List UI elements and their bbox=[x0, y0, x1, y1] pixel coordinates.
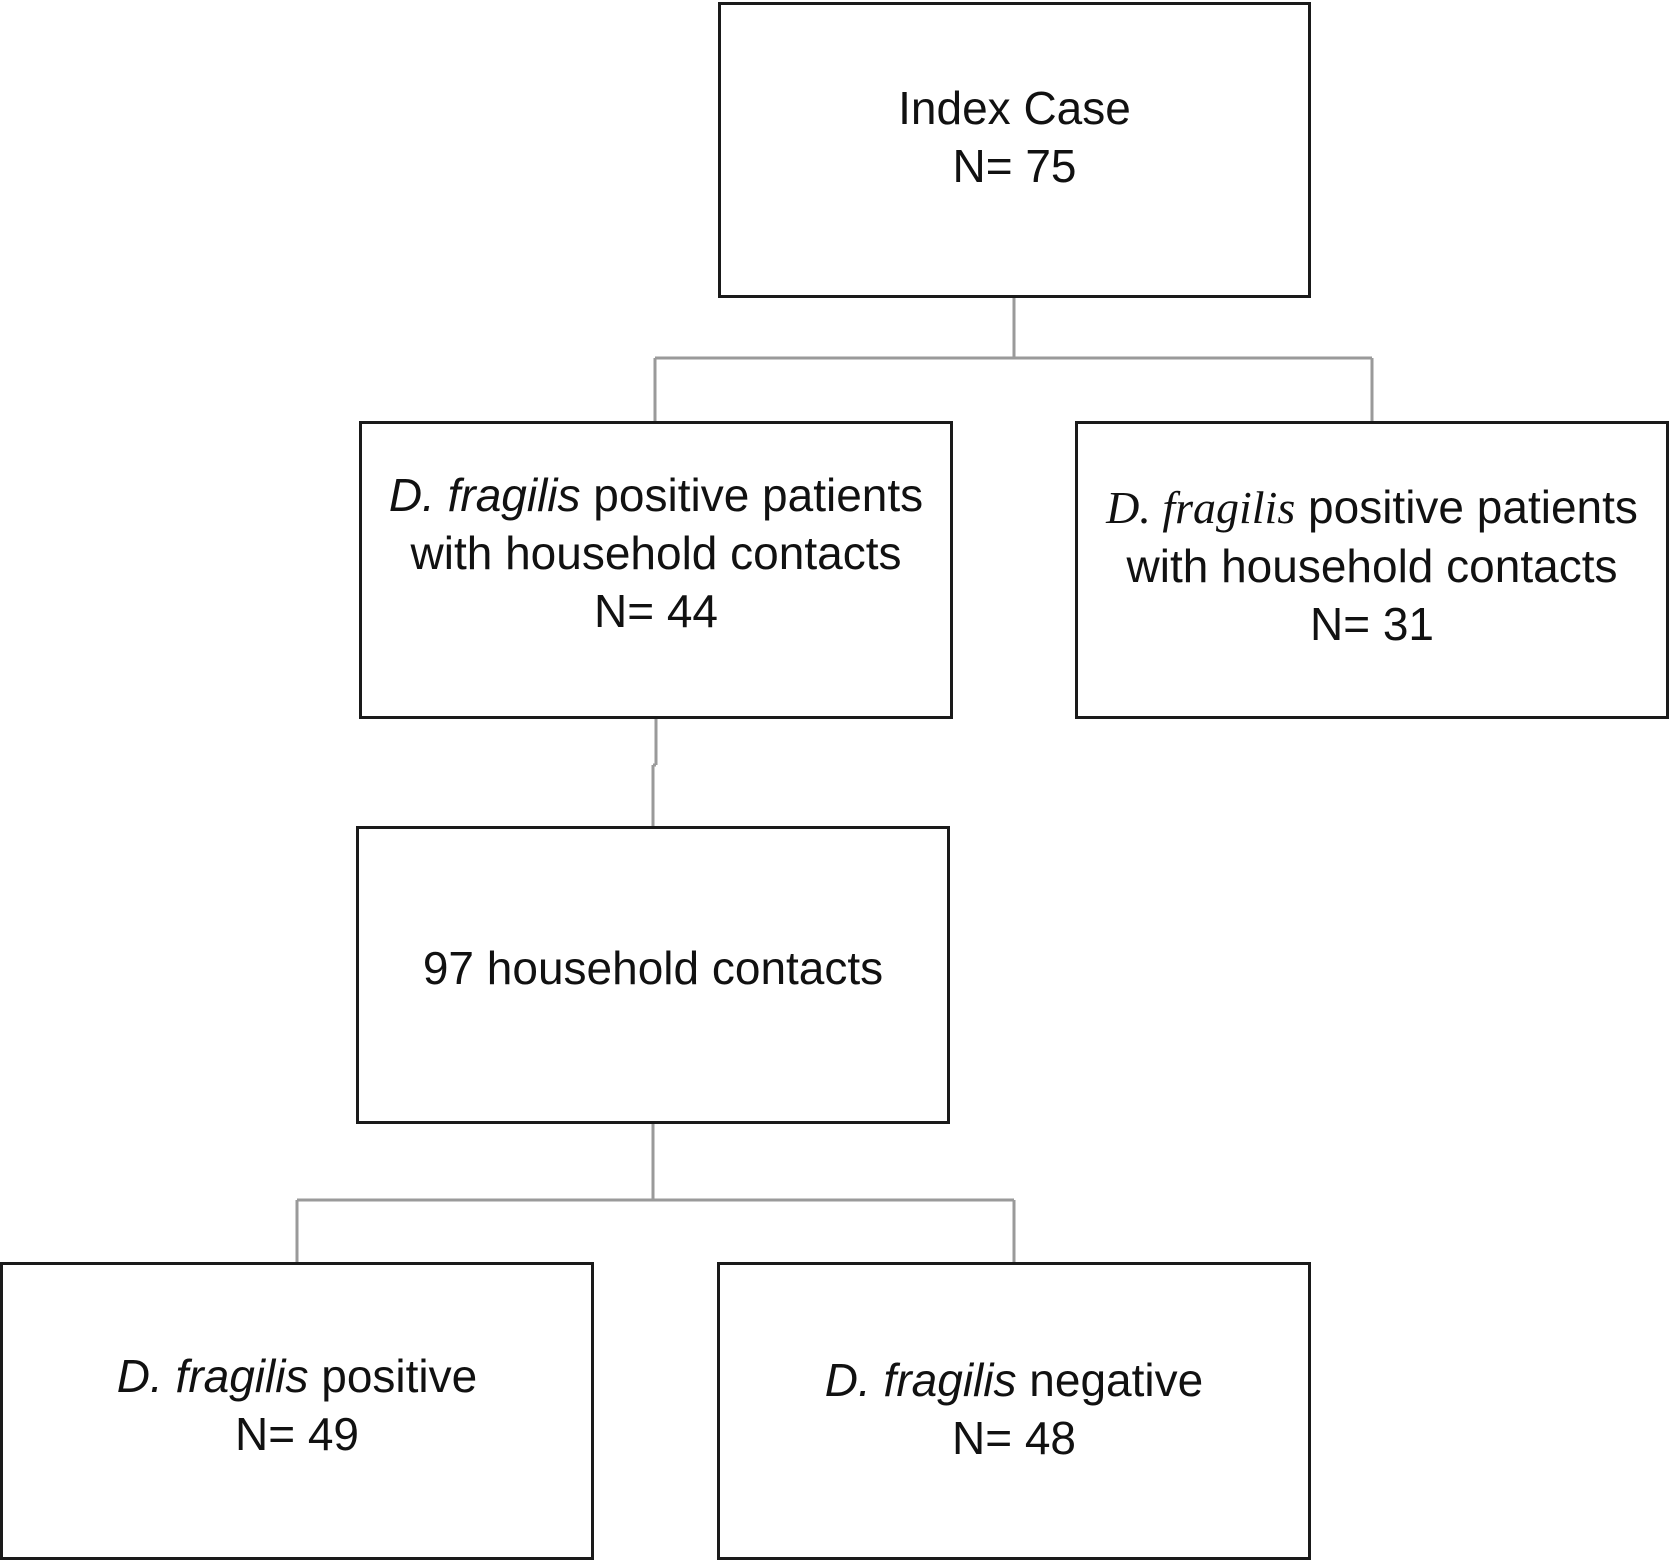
household-contacts-box: 97 household contacts bbox=[356, 826, 950, 1124]
with-contacts-label-rest: positive patients bbox=[580, 469, 924, 521]
without-contacts-box: D. fragilis positive patients with house… bbox=[1075, 421, 1669, 719]
index-case-title: Index Case bbox=[898, 82, 1131, 134]
without-contacts-label-line2: with household contacts bbox=[1126, 540, 1618, 592]
contacts-negative-label-rest: negative bbox=[1016, 1354, 1204, 1406]
without-contacts-label-line1: D. fragilis positive patients bbox=[1078, 478, 1666, 537]
contacts-negative-count: N= 48 bbox=[951, 1412, 1077, 1464]
with-contacts-label-line1: D. fragilis positive patients bbox=[362, 466, 950, 524]
contacts-positive-box: D. fragilis positive N= 49 bbox=[0, 1262, 594, 1560]
contacts-positive-count: N= 49 bbox=[234, 1408, 360, 1460]
with-contacts-count: N= 44 bbox=[593, 585, 719, 637]
index-case-box: Index Case N= 75 bbox=[718, 2, 1311, 298]
without-contacts-count: N= 31 bbox=[1309, 598, 1435, 650]
with-contacts-box: D. fragilis positive patients with house… bbox=[359, 421, 953, 719]
contacts-positive-label: D. fragilis positive bbox=[3, 1347, 591, 1405]
index-case-count: N= 75 bbox=[952, 140, 1077, 192]
contacts-positive-label-rest: positive bbox=[308, 1350, 478, 1402]
with-contacts-label-line2: with household contacts bbox=[410, 527, 902, 579]
contacts-negative-box: D. fragilis negative N= 48 bbox=[717, 1262, 1311, 1560]
organism-name: D. fragilis bbox=[388, 469, 581, 521]
without-contacts-label-rest: positive patients bbox=[1295, 481, 1638, 533]
contacts-negative-label: D. fragilis negative bbox=[720, 1351, 1308, 1409]
organism-name: D. fragilis bbox=[1106, 482, 1296, 533]
organism-name: D. fragilis bbox=[116, 1350, 309, 1402]
organism-name: D. fragilis bbox=[824, 1354, 1017, 1406]
household-contacts-label: 97 household contacts bbox=[422, 942, 884, 994]
